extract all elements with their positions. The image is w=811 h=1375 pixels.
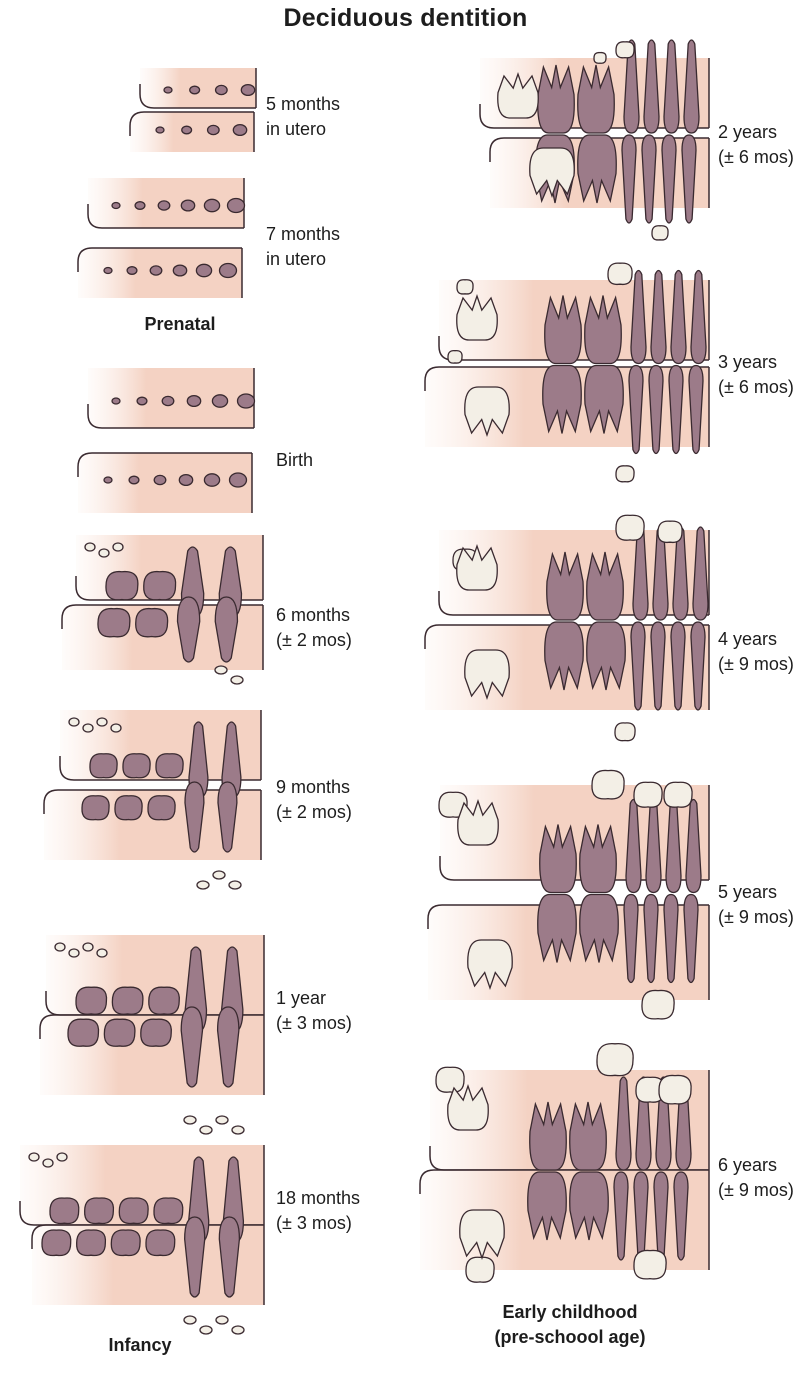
jaw-4-years-icon	[425, 510, 715, 745]
stage-label-birth: Birth	[276, 448, 313, 473]
section-label-prenatal: Prenatal	[115, 312, 245, 337]
jaw-5-years-icon	[428, 765, 715, 1040]
stage-label-2-years: 2 years(± 6 mos)	[718, 120, 794, 170]
jaw-6-years-icon	[420, 1040, 715, 1310]
section-label-infancy: Infancy	[80, 1333, 200, 1358]
jaw-1-year-icon	[40, 905, 268, 1140]
stage-label-6-months: 6 months(± 2 mos)	[276, 603, 352, 653]
diagram-title: Deciduous dentition	[0, 4, 811, 33]
stage-label-9-months: 9 months(± 2 mos)	[276, 775, 352, 825]
jaw-7-months-in-utero-icon	[78, 178, 248, 303]
jaw-9-months-icon	[40, 710, 265, 895]
jaw-6-months-icon	[62, 535, 267, 690]
jaw-5-months-in-utero-icon	[130, 68, 260, 158]
stage-label-3-years: 3 years(± 6 mos)	[718, 350, 794, 400]
jaw-birth-icon	[78, 368, 258, 518]
jaw-2-years-icon	[460, 38, 715, 248]
jaw-3-years-icon	[425, 262, 715, 487]
stage-label-5-years: 5 years(± 9 mos)	[718, 880, 794, 930]
jaw-18-months-icon	[16, 1125, 268, 1340]
stage-label-1-year: 1 year(± 3 mos)	[276, 986, 352, 1036]
stage-label-6-years: 6 years(± 9 mos)	[718, 1153, 794, 1203]
stage-label-4-years: 4 years(± 9 mos)	[718, 627, 794, 677]
stage-label-18-months: 18 months(± 3 mos)	[276, 1186, 360, 1236]
section-label-early-childhood: Early childhood (pre-schoool age)	[450, 1300, 690, 1350]
